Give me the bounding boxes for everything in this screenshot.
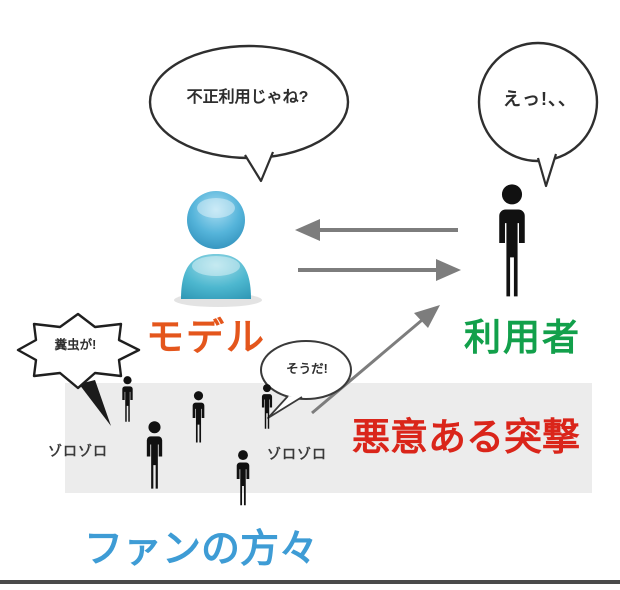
model-label: モデル (146, 317, 267, 359)
fan-person-icon (141, 421, 168, 492)
fan-person-icon (118, 376, 137, 424)
arrow-diagonal-icon (311, 305, 440, 415)
model-thought-text: 不正利用じゃね? (186, 89, 309, 106)
fan-person-icon (188, 391, 209, 445)
bottom-border-line (0, 580, 620, 584)
user-label: 利用者 (464, 317, 581, 358)
fan-agree-text: そうだ! (286, 362, 328, 376)
onomatopoeia-right: ゾロゾロ (267, 446, 327, 462)
fan-person-icon (258, 384, 276, 431)
fan-insult-text: 糞虫が! (54, 338, 97, 352)
model-avatar-icon (174, 191, 262, 307)
speech-bubble-model (148, 44, 350, 183)
fan-person-icon (232, 450, 254, 508)
speech-bubble-user (477, 41, 599, 188)
burst-bubble (16, 312, 141, 426)
arrow-right-icon (298, 259, 461, 281)
arrow-left-icon (295, 219, 458, 241)
user-person-icon (489, 184, 535, 302)
fans-label: ファンの方々 (84, 528, 319, 571)
attack-label: 悪意ある突撃 (352, 417, 581, 459)
onomatopoeia-left: ゾロゾロ (48, 443, 108, 459)
user-reaction-text: えっ!、、 (503, 89, 577, 109)
agree-bubble (260, 340, 352, 419)
